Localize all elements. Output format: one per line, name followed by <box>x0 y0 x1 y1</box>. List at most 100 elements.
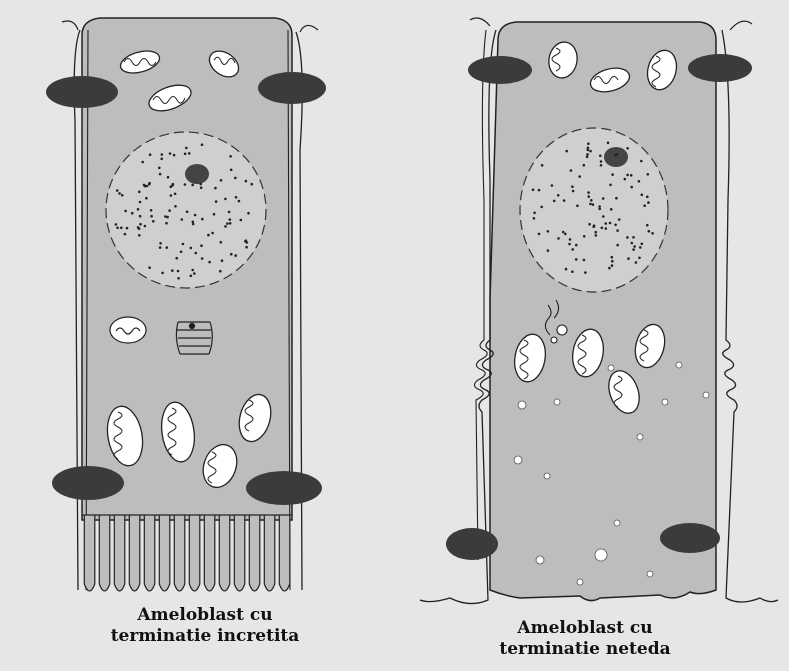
left-ameloblast <box>46 18 326 591</box>
chromatin-dot <box>121 194 124 197</box>
chromatin-dot <box>184 183 187 186</box>
chromatin-dot <box>228 211 231 214</box>
chromatin-dot <box>614 224 617 227</box>
chromatin-dot <box>230 169 233 172</box>
chromatin-dot <box>185 147 188 150</box>
chromatin-dot <box>138 191 141 194</box>
chromatin-dot <box>158 167 161 170</box>
chromatin-dot <box>589 150 592 153</box>
chromatin-dot <box>570 169 573 172</box>
chromatin-dot <box>587 142 590 145</box>
chromatin-dot <box>638 180 641 183</box>
chromatin-dot <box>190 247 193 250</box>
chromatin-dot <box>251 183 254 186</box>
chromatin-dot <box>161 153 164 156</box>
chromatin-dot <box>571 270 574 273</box>
chromatin-dot <box>213 213 216 216</box>
chromatin-dot <box>174 205 177 208</box>
chromatin-dot <box>116 189 119 192</box>
chromatin-dot <box>220 241 223 244</box>
chromatin-dot <box>586 153 589 156</box>
chromatin-dot <box>604 222 607 225</box>
chromatin-dot <box>190 275 193 278</box>
chromatin-dot <box>533 212 536 215</box>
chromatin-dot <box>595 231 598 234</box>
chromatin-dot <box>177 270 180 273</box>
caption-left-line2: terminatie incretita <box>55 626 355 647</box>
chromatin-dot <box>138 234 141 237</box>
chromatin-dot <box>184 153 187 156</box>
chromatin-dot <box>632 236 635 239</box>
chromatin-dot <box>583 235 586 238</box>
chromatin-dot <box>598 208 601 211</box>
chromatin-dot <box>168 209 171 212</box>
chromatin-dot <box>616 244 619 247</box>
chromatin-dot <box>651 232 654 235</box>
chromatin-dot <box>137 208 140 211</box>
chromatin-dot <box>571 248 574 251</box>
chromatin-dot <box>605 227 608 230</box>
left-junction-bottom-right <box>246 471 322 505</box>
chromatin-dot <box>169 152 172 155</box>
right-cell-wall-left <box>420 30 496 604</box>
chromatin-dot <box>245 180 248 183</box>
chromatin-dot <box>234 254 237 257</box>
chromatin-dot <box>648 230 651 233</box>
chromatin-dot <box>214 187 217 190</box>
chromatin-dot <box>557 194 560 197</box>
chromatin-dot <box>583 259 586 262</box>
chromatin-dot <box>575 244 578 247</box>
chromatin-dot <box>599 155 602 158</box>
chromatin-dot <box>115 223 118 226</box>
chromatin-dot <box>564 233 567 236</box>
chromatin-dot <box>131 212 134 215</box>
chromatin-dot <box>175 257 178 260</box>
chromatin-dot <box>200 186 203 189</box>
chromatin-dot <box>635 261 638 264</box>
chromatin-dot <box>171 269 174 272</box>
right-junction-bottom-right <box>660 523 720 553</box>
chromatin-dot <box>160 158 163 161</box>
chromatin-dot <box>587 191 590 194</box>
chromatin-dot <box>200 244 203 247</box>
left-junction-top-right <box>258 72 326 104</box>
chromatin-dot <box>148 266 151 269</box>
chromatin-dot <box>191 184 194 187</box>
chromatin-dot <box>139 215 142 218</box>
right-cell-wall-left-outer <box>474 30 487 560</box>
chromatin-dot <box>641 194 644 197</box>
chromatin-dot <box>150 209 153 212</box>
chromatin-dot <box>149 153 152 156</box>
chromatin-dot <box>161 272 164 275</box>
chromatin-dot <box>572 190 575 193</box>
chromatin-dot <box>193 272 196 275</box>
chromatin-dot <box>192 223 195 226</box>
chromatin-dot <box>640 160 643 163</box>
chromatin-dot <box>221 259 224 262</box>
chromatin-dot <box>120 227 123 230</box>
chromatin-dot <box>188 152 191 155</box>
chromatin-dot <box>192 221 195 224</box>
chromatin-dot <box>144 225 147 228</box>
chromatin-dot <box>172 183 175 186</box>
chromatin-dot <box>167 176 170 179</box>
chromatin-dot <box>626 236 629 239</box>
chromatin-dot <box>614 154 617 157</box>
chromatin-dot <box>563 199 566 202</box>
chromatin-dot <box>565 150 568 153</box>
right-ameloblast <box>420 18 778 604</box>
chromatin-dot <box>562 231 565 234</box>
chromatin-dot <box>118 192 121 195</box>
chromatin-dot <box>159 242 162 245</box>
chromatin-dot <box>646 196 649 199</box>
chromatin-dot <box>229 222 232 225</box>
chromatin-dot <box>224 225 227 228</box>
chromatin-dot <box>590 199 593 202</box>
chromatin-dot <box>639 246 642 249</box>
chromatin-dot <box>139 201 142 204</box>
chromatin-dot <box>139 223 142 226</box>
chromatin-dot <box>201 257 204 260</box>
chromatin-dot <box>211 232 214 235</box>
chromatin-dot <box>583 164 586 167</box>
